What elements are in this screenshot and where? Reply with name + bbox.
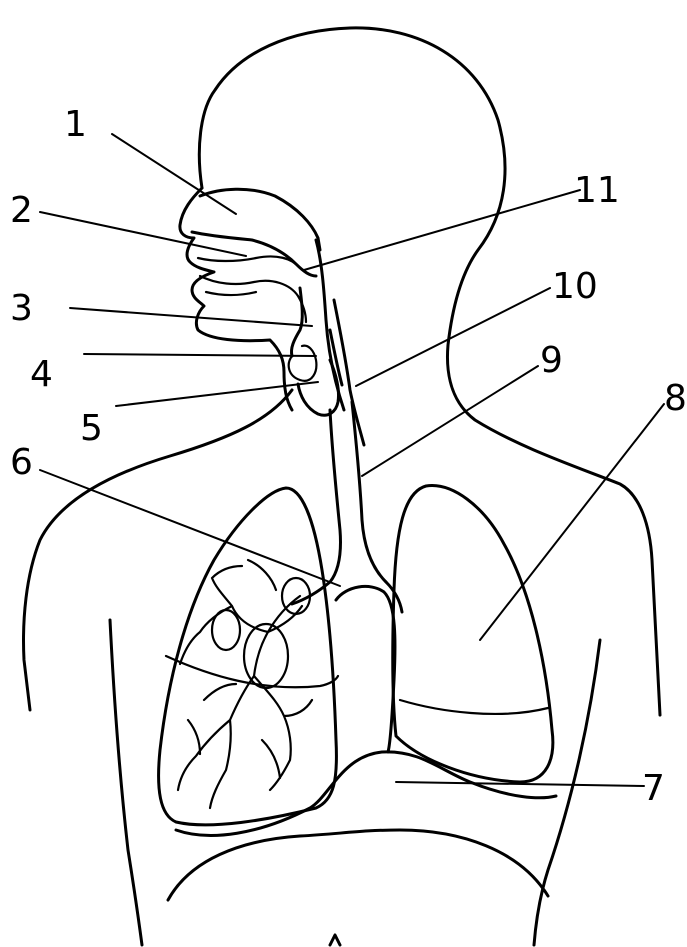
label-10: 10 [552,266,598,307]
trachea-left [330,410,341,582]
leader-3 [70,308,312,326]
label-5: 5 [80,408,103,449]
left-torso [110,620,142,945]
bronchiole-loop-3 [212,610,240,650]
tongue-lower [206,292,256,295]
bronchiole-loop-2 [282,578,310,614]
leader-lines [40,134,664,786]
diaphragm-bottom [168,830,548,900]
leader-1 [112,134,236,214]
number-labels: 1 2 3 4 5 6 7 8 9 10 11 [10,104,687,809]
tongue [200,276,306,322]
label-4: 4 [30,354,53,395]
label-7: 7 [642,768,665,809]
right-torso [534,640,600,945]
pharynx-front [291,288,302,356]
trachea [292,402,402,612]
nasal-cavity [192,232,316,276]
trachea-right [352,402,386,582]
bronchial-tree [178,560,312,808]
label-9: 9 [540,340,563,381]
face-profile [180,188,292,410]
diaphragm [168,586,556,900]
right-lung-fissure [400,700,548,714]
leader-11 [304,190,580,270]
left-lung-outline [159,488,337,825]
label-1: 1 [64,104,87,145]
left-shoulder [24,390,292,710]
bottom-mark [330,935,340,945]
label-2: 2 [10,190,33,231]
leader-2 [40,212,246,256]
leader-6 [40,470,340,586]
left-lung-fissure [166,656,338,687]
right-lung-outline [393,486,553,782]
body-outline [24,28,660,945]
leader-10 [356,288,550,386]
label-11: 11 [574,170,620,211]
larynx [298,360,339,415]
lungs [159,486,553,825]
hard-palate [198,256,300,268]
label-6: 6 [10,442,33,483]
label-8: 8 [664,378,687,419]
label-3: 3 [10,288,33,329]
head-outline [199,28,660,715]
heart-outline [336,586,395,752]
